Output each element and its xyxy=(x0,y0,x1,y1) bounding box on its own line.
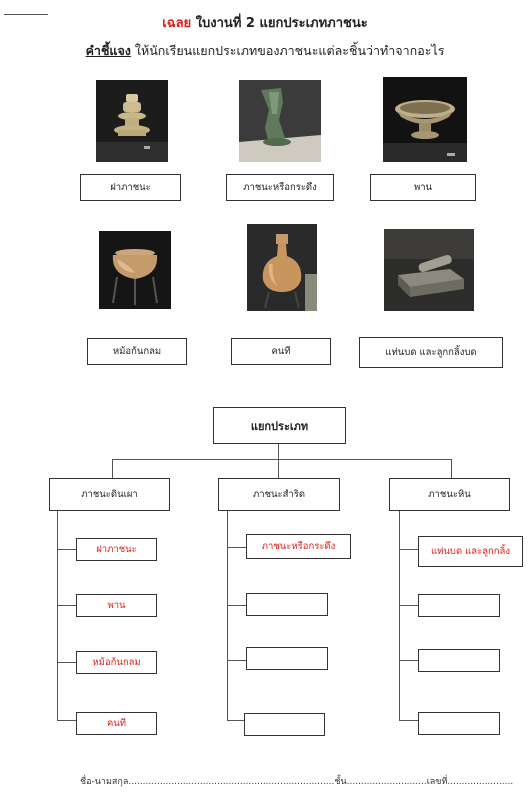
student-info-line: ชื่อ-นามสกุล............................… xyxy=(80,777,514,787)
header-rule xyxy=(4,14,48,15)
answer-box[interactable] xyxy=(246,647,328,670)
category-stone: ภาชนะหิน xyxy=(389,478,510,511)
footed-tray-photo-icon xyxy=(383,77,467,162)
answer-box[interactable] xyxy=(246,593,328,616)
answer-box[interactable] xyxy=(418,649,500,672)
item-label-bell-vessel: ภาชนะหรือกระดึง xyxy=(226,174,334,201)
instructions-text: ให้นักเรียนแยกประเภทของภาชนะแต่ละชิ้นว่า… xyxy=(130,43,445,58)
connector xyxy=(57,605,76,606)
connector xyxy=(227,605,246,606)
lid-photo-icon xyxy=(96,80,168,162)
connector xyxy=(57,662,76,663)
connector xyxy=(227,511,228,720)
grinding-stone-photo-icon xyxy=(384,229,474,311)
connector xyxy=(112,459,451,460)
connector xyxy=(227,720,244,721)
item-label-lid: ฝาภาชนะ xyxy=(80,174,181,201)
connector xyxy=(227,547,246,548)
answer-box[interactable] xyxy=(244,713,325,736)
item-label-jug: คนที xyxy=(231,338,331,365)
answer-box[interactable]: ฝาภาชนะ xyxy=(76,538,157,561)
answer-box[interactable]: คนที xyxy=(76,712,157,735)
answer-box[interactable]: แท่นบด และลูกกลิ้ง xyxy=(418,536,523,567)
connector xyxy=(399,605,418,606)
worksheet-title-text: ใบงานที่ 2 แยกประเภทภาชนะ xyxy=(195,16,368,31)
category-bronze: ภาชนะสำริด xyxy=(218,478,340,511)
jug-photo-icon xyxy=(247,224,317,311)
item-label-grinding-stone: แท่นบด และลูกกลิ้งบด xyxy=(359,337,503,368)
connector xyxy=(57,549,76,550)
connector xyxy=(278,444,279,459)
answer-box[interactable]: ภาชนะหรือกระดึง xyxy=(246,534,351,559)
answer-box[interactable] xyxy=(418,594,500,617)
instructions: คำชี้แจง ให้นักเรียนแยกประเภทของภาชนะแต่… xyxy=(0,41,530,61)
tree-root: แยกประเภท xyxy=(213,407,346,444)
item-label-round-pot: หม้อก้นกลม xyxy=(87,338,187,365)
category-earthenware: ภาชนะดินเผา xyxy=(49,478,170,511)
instructions-label: คำชี้แจง xyxy=(85,43,131,58)
answer-key-label: เฉลย xyxy=(162,16,192,31)
connector xyxy=(451,459,452,478)
connector xyxy=(399,549,418,550)
connector xyxy=(227,660,246,661)
answer-box[interactable] xyxy=(418,712,500,735)
item-label-footed-tray: พาน xyxy=(370,174,476,201)
connector xyxy=(112,459,113,478)
connector xyxy=(57,720,76,721)
connector xyxy=(278,459,279,478)
round-pot-photo-icon xyxy=(99,231,171,309)
connector xyxy=(57,511,58,720)
answer-box[interactable]: หม้อก้นกลม xyxy=(76,651,157,674)
connector xyxy=(399,511,400,720)
connector xyxy=(399,660,418,661)
bell-vessel-photo-icon xyxy=(239,80,321,162)
answer-box[interactable]: พาน xyxy=(76,594,157,617)
worksheet-title: เฉลย ใบงานที่ 2 แยกประเภทภาชนะ xyxy=(0,12,530,33)
connector xyxy=(399,720,418,721)
